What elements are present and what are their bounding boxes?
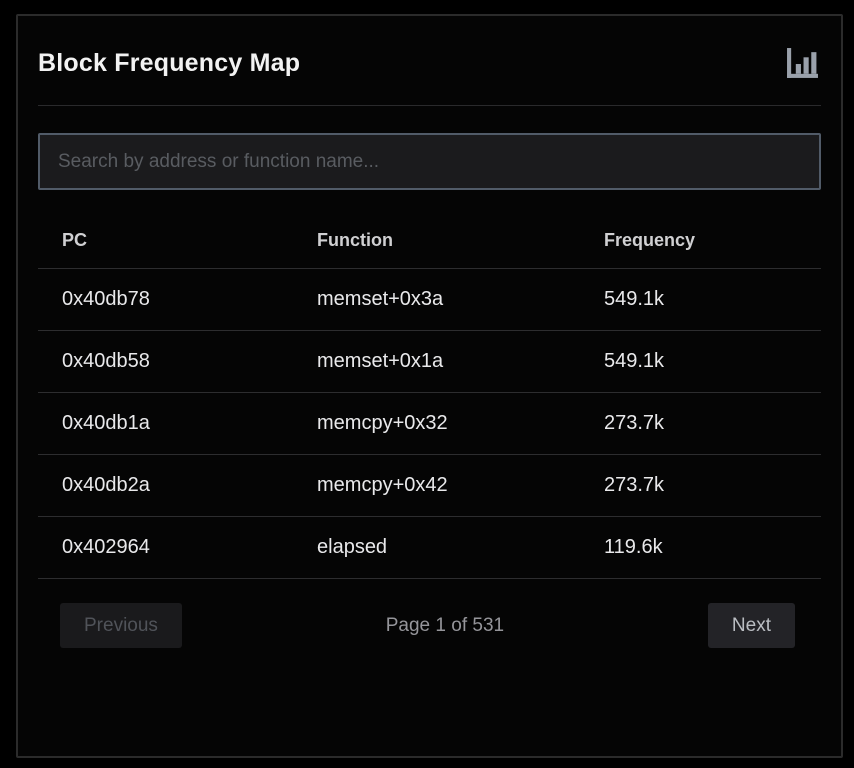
page-title: Block Frequency Map [38,49,301,77]
cell-function: memcpy+0x32 [317,412,448,434]
table-header-row: PC Function Frequency [38,204,821,269]
block-frequency-card: Block Frequency Map PC Function Frequenc… [16,14,843,758]
table-body: 0x40db78 memset+0x3a 549.1k 0x40db58 mem… [38,269,821,579]
cell-pc: 0x40db78 [62,288,150,310]
cell-frequency: 119.6k [604,536,663,558]
column-header-frequency: Frequency [604,230,696,250]
table-row[interactable]: 0x40db1a memcpy+0x32 273.7k [38,393,821,455]
page-status: Page 1 of 531 [385,614,505,636]
cell-function: memcpy+0x42 [317,474,448,496]
cell-frequency: 549.1k [604,288,665,310]
table-row[interactable]: 0x40db2a memcpy+0x42 273.7k [38,455,821,517]
table-row[interactable]: 0x402964 elapsed 119.6k [38,517,821,579]
cell-pc: 0x40db2a [62,474,150,496]
cell-function: elapsed [317,536,388,558]
cell-pc: 0x40db58 [62,350,150,372]
cell-frequency: 273.7k [604,474,665,496]
cell-pc: 0x40db1a [62,412,150,434]
cell-frequency: 549.1k [604,350,665,372]
frequency-table: PC Function Frequency 0x40db78 memset+0x… [38,204,821,579]
bar-chart-icon [784,47,821,80]
cell-function: memset+0x3a [317,288,444,310]
pagination: Previous Page 1 of 531 Next [38,603,821,648]
next-button[interactable]: Next [707,603,795,648]
header-divider [38,105,821,106]
previous-button[interactable]: Previous [60,603,182,648]
cell-function: memset+0x1a [317,350,444,372]
table-row[interactable]: 0x40db58 memset+0x1a 549.1k [38,331,821,393]
cell-pc: 0x402964 [62,536,150,558]
card-header: Block Frequency Map [38,47,821,80]
search-input[interactable] [38,133,821,190]
column-header-function: Function [317,230,393,250]
column-header-pc: PC [62,230,88,250]
table-row[interactable]: 0x40db78 memset+0x3a 549.1k [38,269,821,331]
cell-frequency: 273.7k [604,412,665,434]
